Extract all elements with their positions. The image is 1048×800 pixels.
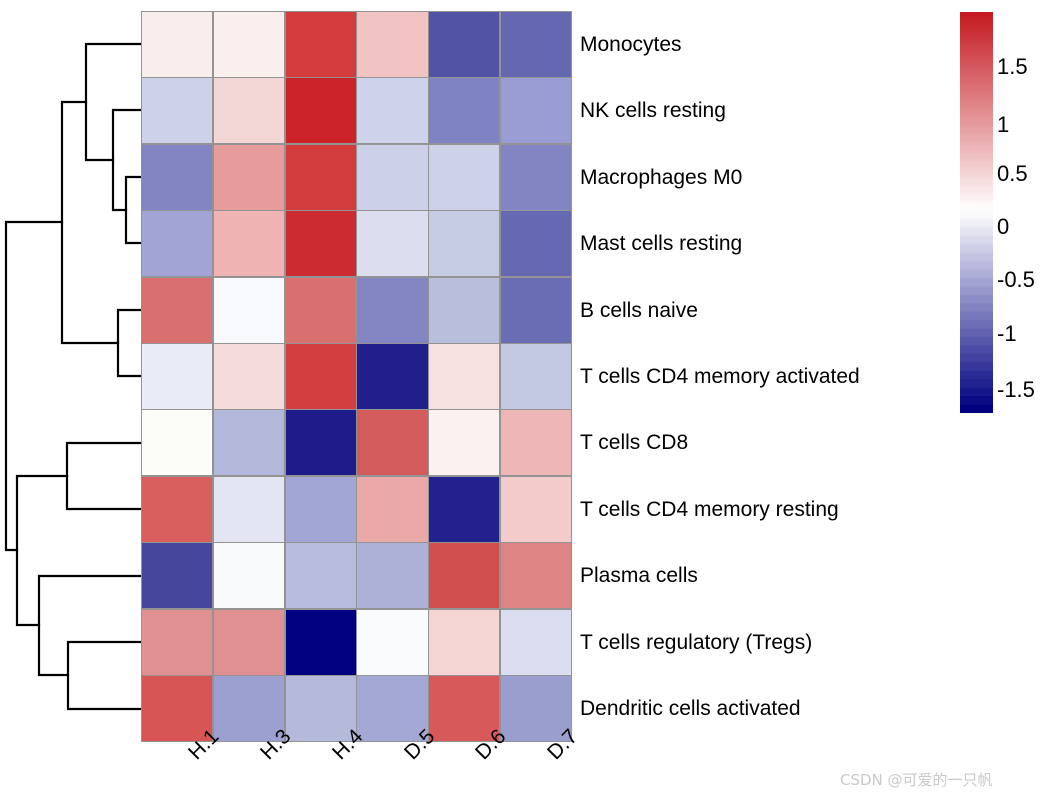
heatmap-cell [357,144,428,210]
colorbar-tick: 0.5 [997,161,1028,186]
row-label: B cells naive [580,298,698,322]
row-label: T cells CD4 memory resting [580,497,839,521]
heatmap-cell [429,277,500,343]
colorbar-tick-labels: 1.5 1 0.5 0 -0.5 -1 -1.5 [997,12,1048,413]
heatmap-cell [429,78,500,144]
heatmap-cell [357,543,428,609]
heatmap-cell [142,609,213,675]
colorbar-tick: -1 [997,321,1017,346]
heatmap-cell [213,78,284,144]
heatmap-cell [429,543,500,609]
heatmap-cell [213,211,284,277]
heatmap-cell [500,144,571,210]
heatmap-cell [213,344,284,409]
column-label: H.1 [184,724,224,765]
heatmap-cell [142,144,213,210]
column-label: D.5 [399,724,439,765]
heatmap-cell [429,211,500,277]
heatmap-cell [285,476,356,542]
heatmap-cell [285,676,356,741]
colorbar-tick: 1 [997,112,1010,137]
heatmap-cell [285,277,356,343]
heatmap-cell [500,277,571,343]
row-label: T cells CD4 memory activated [580,364,860,388]
heatmap-cell [285,410,356,476]
row-label: T cells CD8 [580,431,689,455]
column-label: D.7 [543,724,583,765]
heatmap-cell [357,676,428,741]
column-label: H.4 [327,724,368,765]
column-labels: H.1 H.3 H.4 D.5 D.6 D.7 [141,724,583,800]
row-label: Plasma cells [580,564,698,588]
heatmap-cell [429,476,500,542]
heatmap-cell [357,476,428,542]
heatmap-cell [142,12,213,77]
row-label: T cells regulatory (Tregs) [580,630,813,654]
column-label: H.3 [255,724,296,765]
colorbar-tick: -1.5 [997,377,1035,402]
heatmap-cell [500,344,571,409]
row-label: NK cells resting [580,99,726,123]
heatmap-cell [357,277,428,343]
heatmap-cell [285,543,356,609]
heatmap-cell [285,12,356,77]
heatmap-cell [500,211,571,277]
row-label: Monocytes [580,32,682,56]
colorbar-legend: 1.5 1 0.5 0 -0.5 -1 -1.5 [960,12,1048,413]
heatmap-cell [357,12,428,77]
heatmap-cell [142,476,213,542]
heatmap-cell [213,543,284,609]
heatmap-cell [429,410,500,476]
heatmap-cell [357,609,428,675]
watermark: CSDN @可爱的一只帆 [840,771,993,789]
heatmap-cell [285,344,356,409]
colorbar-gradient [960,12,993,413]
heatmap-cell [142,410,213,476]
heatmap-cell [213,12,284,77]
heatmap-cell [213,609,284,675]
heatmap-cell [142,344,213,409]
column-label: D.6 [471,724,511,765]
heatmap-cell [429,144,500,210]
heatmap-cell [213,277,284,343]
heatmap-cell [357,344,428,409]
heatmap-cell [285,609,356,675]
heatmap-grid [141,11,572,742]
colorbar-tick: 0 [997,214,1010,239]
heatmap-cell [142,543,213,609]
heatmap-cell [429,676,500,741]
heatmap-cell [500,543,571,609]
heatmap-cell [285,144,356,210]
row-label: Dendritic cells activated [580,697,801,721]
heatmap-cell [142,277,213,343]
colorbar-tick: -0.5 [997,267,1035,292]
heatmap-cell [357,410,428,476]
heatmap-cell [357,211,428,277]
heatmap-cell [500,609,571,675]
heatmap-cell [285,211,356,277]
heatmap-cell [500,410,571,476]
heatmap-cell [500,12,571,77]
heatmap-cell [213,676,284,741]
heatmap-cell [500,476,571,542]
heatmap-cell [500,78,571,144]
heatmap-cell [213,144,284,210]
heatmap-cell [429,344,500,409]
row-label: Macrophages M0 [580,165,743,189]
heatmap-cell [285,78,356,144]
heatmap-cell [213,410,284,476]
row-dendrogram [4,42,141,711]
colorbar-tick: 1.5 [997,54,1028,79]
row-label: Mast cells resting [580,232,743,256]
heatmap-cell [142,211,213,277]
heatmap-cell [142,78,213,144]
heatmap-cell [429,609,500,675]
heatmap-cell [142,676,213,741]
heatmap-cell [213,476,284,542]
heatmap-cell [429,12,500,77]
heatmap-cell [357,78,428,144]
heatmap-cell [500,676,571,741]
